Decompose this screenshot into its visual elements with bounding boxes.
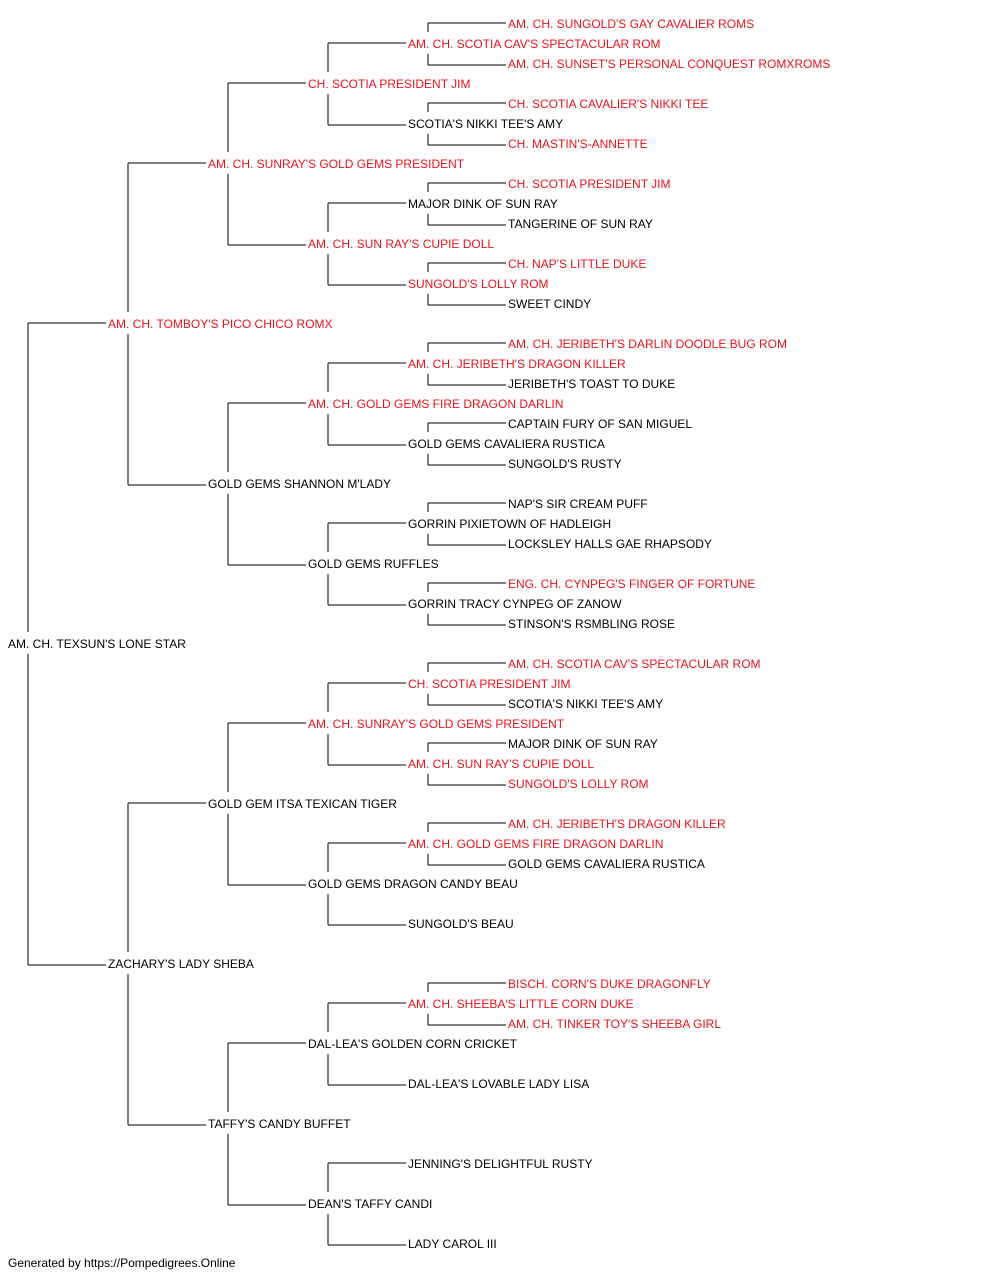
ancestor-name: AM. CH. SUNRAY'S GOLD GEMS PRESIDENT bbox=[308, 717, 565, 731]
ancestor-name: SUNGOLD'S BEAU bbox=[408, 917, 514, 931]
ancestor-name: SUNGOLD'S LOLLY ROM bbox=[408, 277, 549, 291]
ancestor-name: AM. CH. JERIBETH'S DRAGON KILLER bbox=[508, 817, 726, 831]
ancestor-name: MAJOR DINK OF SUN RAY bbox=[508, 737, 658, 751]
ancestor-name: AM. CH. SUN RAY'S CUPIE DOLL bbox=[408, 757, 594, 771]
ancestor-name: SUNGOLD'S LOLLY ROM bbox=[508, 777, 649, 791]
ancestor-name: CH. SCOTIA PRESIDENT JIM bbox=[308, 77, 470, 91]
ancestor-name: TANGERINE OF SUN RAY bbox=[508, 217, 653, 231]
ancestor-name: AM. CH. TINKER TOY'S SHEEBA GIRL bbox=[508, 1017, 721, 1031]
ancestor-name: ZACHARY'S LADY SHEBA bbox=[108, 957, 254, 971]
ancestor-name: GOLD GEMS DRAGON CANDY BEAU bbox=[308, 877, 518, 891]
ancestor-name: SUNGOLD'S RUSTY bbox=[508, 457, 622, 471]
ancestor-name: GOLD GEM ITSA TEXICAN TIGER bbox=[208, 797, 397, 811]
ancestor-name: STINSON'S RSMBLING ROSE bbox=[508, 617, 675, 631]
ancestor-name: AM. CH. SUNGOLD'S GAY CAVALIER ROMS bbox=[508, 17, 754, 31]
generated-by-footer: Generated by https://Pompedigrees.Online bbox=[8, 1256, 236, 1270]
ancestor-name: GOLD GEMS CAVALIERA RUSTICA bbox=[408, 437, 605, 451]
ancestor-name: TAFFY'S CANDY BUFFET bbox=[208, 1117, 351, 1131]
ancestor-name: AM. CH. GOLD GEMS FIRE DRAGON DARLIN bbox=[408, 837, 663, 851]
ancestor-name: AM. CH. GOLD GEMS FIRE DRAGON DARLIN bbox=[308, 397, 563, 411]
ancestor-name: AM. CH. JERIBETH'S DRAGON KILLER bbox=[408, 357, 626, 371]
ancestor-name: DAL-LEA'S GOLDEN CORN CRICKET bbox=[308, 1037, 518, 1051]
ancestor-name: AM. CH. SUN RAY'S CUPIE DOLL bbox=[308, 237, 494, 251]
ancestor-name: SWEET CINDY bbox=[508, 297, 591, 311]
ancestor-name: CH. MASTIN'S-ANNETTE bbox=[508, 137, 648, 151]
ancestor-name: AM. CH. TOMBOY'S PICO CHICO ROMX bbox=[108, 317, 333, 331]
ancestor-name: AM. CH. JERIBETH'S DARLIN DOODLE BUG ROM bbox=[508, 337, 787, 351]
ancestor-name: DEAN'S TAFFY CANDI bbox=[308, 1197, 432, 1211]
ancestor-name: GORRIN PIXIETOWN OF HADLEIGH bbox=[408, 517, 611, 531]
ancestor-name: JENNING'S DELIGHTFUL RUSTY bbox=[408, 1157, 593, 1171]
ancestor-name: AM. CH. SCOTIA CAV'S SPECTACULAR ROM bbox=[408, 37, 661, 51]
ancestor-name: LADY CAROL III bbox=[408, 1237, 497, 1250]
ancestor-name: MAJOR DINK OF SUN RAY bbox=[408, 197, 558, 211]
ancestor-name: CH. NAP'S LITTLE DUKE bbox=[508, 257, 646, 271]
ancestor-name: AM. CH. SUNRAY'S GOLD GEMS PRESIDENT bbox=[208, 157, 465, 171]
ancestor-name: LOCKSLEY HALLS GAE RHAPSODY bbox=[508, 537, 712, 551]
ancestor-name: NAP'S SIR CREAM PUFF bbox=[508, 497, 648, 511]
pedigree-tree: AM. CH. TEXSUN'S LONE STAR AM. CH. TOMBOY… bbox=[8, 17, 830, 1250]
ancestor-name: CH. SCOTIA PRESIDENT JIM bbox=[408, 677, 570, 691]
ancestor-name: CH. SCOTIA PRESIDENT JIM bbox=[508, 177, 670, 191]
ancestor-name: JERIBETH'S TOAST TO DUKE bbox=[508, 377, 675, 391]
ancestor-name: GOLD GEMS RUFFLES bbox=[308, 557, 439, 571]
ancestor-name: SCOTIA'S NIKKI TEE'S AMY bbox=[508, 697, 663, 711]
ancestor-name: CAPTAIN FURY OF SAN MIGUEL bbox=[508, 417, 692, 431]
ancestor-name: AM. CH. SUNSET'S PERSONAL CONQUEST ROMXR… bbox=[508, 57, 830, 71]
ancestor-name: GORRIN TRACY CYNPEG OF ZANOW bbox=[408, 597, 622, 611]
ancestor-name: GOLD GEMS CAVALIERA RUSTICA bbox=[508, 857, 705, 871]
ancestor-name: GOLD GEMS SHANNON M'LADY bbox=[208, 477, 391, 491]
ancestor-name: BISCH. CORN'S DUKE DRAGONFLY bbox=[508, 977, 711, 991]
ancestor-name: AM. CH. SCOTIA CAV'S SPECTACULAR ROM bbox=[508, 657, 761, 671]
ancestor-name: AM. CH. SHEEBA'S LITTLE CORN DUKE bbox=[408, 997, 634, 1011]
subject-dog-name: AM. CH. TEXSUN'S LONE STAR bbox=[8, 637, 186, 651]
ancestor-name: ENG. CH. CYNPEG'S FINGER OF FORTUNE bbox=[508, 577, 755, 591]
ancestor-name: CH. SCOTIA CAVALIER'S NIKKI TEE bbox=[508, 97, 708, 111]
ancestor-name: SCOTIA'S NIKKI TEE'S AMY bbox=[408, 117, 563, 131]
ancestor-name: DAL-LEA'S LOVABLE LADY LISA bbox=[408, 1077, 589, 1091]
